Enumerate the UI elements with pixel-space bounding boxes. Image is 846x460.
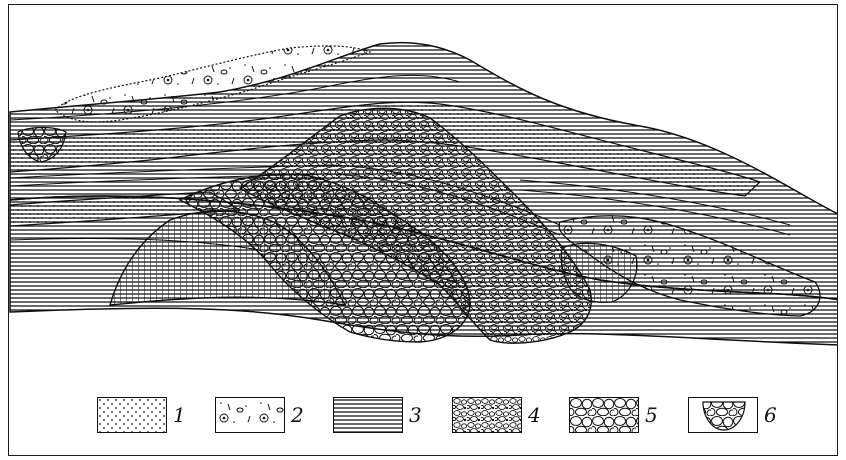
legend-swatch-sand (97, 397, 167, 433)
legend-label-1: 1 (173, 403, 186, 427)
legend-label-4: 4 (528, 403, 541, 427)
legend-label-6: 6 (764, 403, 777, 427)
legend-swatch-channel (688, 397, 758, 433)
legend-label-3: 3 (409, 403, 422, 427)
legend-swatch-laminated (333, 397, 403, 433)
legend-swatch-dense-pebbles (452, 397, 522, 433)
legend-swatch-cobbles (569, 397, 639, 433)
legend-label-2: 2 (291, 403, 304, 427)
legend-swatch-mixed (215, 397, 285, 433)
legend-label-5: 5 (645, 403, 658, 427)
